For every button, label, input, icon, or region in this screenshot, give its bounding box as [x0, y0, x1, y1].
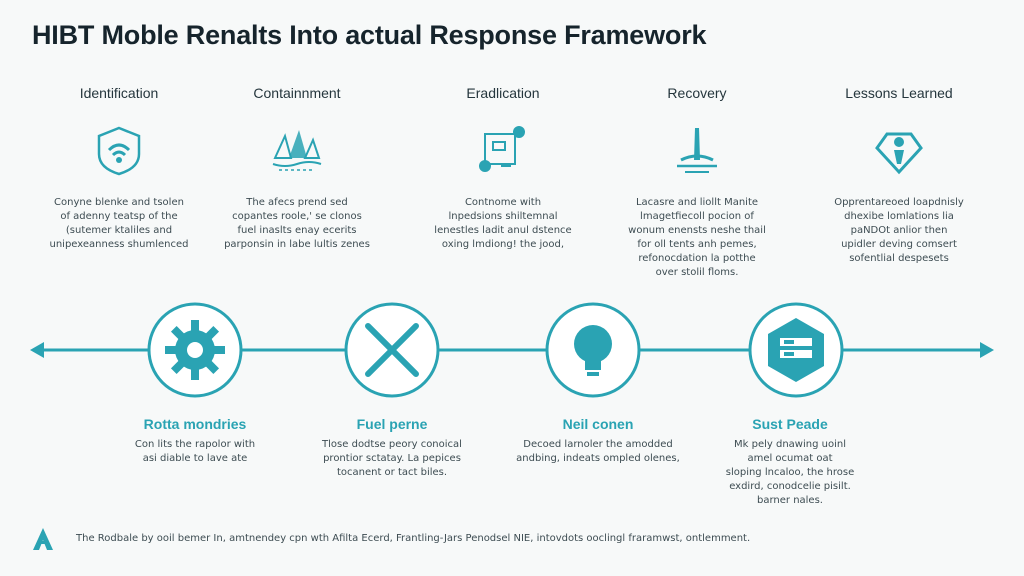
- step-title: Fuel perne: [356, 416, 428, 432]
- footer: The Rodbale by ooil bemer In, amtnendey …: [30, 526, 1010, 554]
- step-title: Rotta mondries: [143, 416, 247, 432]
- fountain-icon: [677, 128, 717, 173]
- step-description: Decoed larnoler the amodded andbing, ind…: [516, 439, 680, 464]
- step-description: Tlose dodtse peory conoical prontior sct…: [322, 439, 462, 478]
- lightbulb-icon: [545, 302, 641, 398]
- phase-eradication: Eradlication Contnome with lnpedsions sh…: [408, 82, 598, 252]
- phase-description: The afecs prend sed copantes roole,' se …: [224, 197, 370, 250]
- a-logo-icon: [33, 528, 53, 550]
- step-description: Con lits the rapolor with asi diable to …: [134, 439, 256, 464]
- phase-title: Recovery: [667, 85, 727, 101]
- page-title: HIBT Moble Renalts Into actual Response …: [32, 20, 707, 50]
- phase-description: Contnome with lnpedsions shiltemnal lene…: [434, 197, 572, 250]
- phase-title: Identification: [79, 85, 159, 101]
- phase-lessons-learned: Lessons Learned Opprentareoed loapdnisly…: [804, 82, 994, 266]
- phase-description: Opprentareoed loapdnisly dhexibe lomlati…: [834, 197, 964, 264]
- step-title: Neil conen: [562, 416, 634, 432]
- arrow-left-icon: [30, 342, 44, 358]
- x-icon: [344, 302, 440, 398]
- phase-recovery: Recovery Lacasre and liollt Manite lmage…: [602, 82, 792, 280]
- arrow-right-icon: [980, 342, 994, 358]
- diamond-person-icon: [875, 132, 923, 175]
- phase-title: Containnment: [253, 85, 341, 101]
- shield-wifi-icon: [97, 126, 141, 176]
- phase-title: Eradlication: [466, 85, 540, 101]
- step-title: Sust Peade: [752, 416, 828, 432]
- step-description: Mk pely dnawing uoinl amel ocumat oat sl…: [725, 439, 855, 506]
- phase-description: Conyne blenke and tsolen of adenny teats…: [49, 197, 189, 250]
- gear-icon: [147, 302, 243, 398]
- server-hexagon-icon: [748, 302, 844, 398]
- dashboard-icon: [479, 126, 525, 172]
- phase-title: Lessons Learned: [845, 85, 953, 101]
- phase-identification: Identification Conyne blenke and tsolen …: [24, 82, 214, 252]
- boats-icon: [272, 130, 322, 171]
- phase-containment: Containnment The afecs prend sed copante…: [202, 82, 392, 252]
- phase-description: Lacasre and liollt Manite lmagetfiecoll …: [628, 197, 766, 278]
- footer-text: The Rodbale by ooil bemer In, amtnendey …: [76, 533, 751, 544]
- timeline: [30, 302, 994, 398]
